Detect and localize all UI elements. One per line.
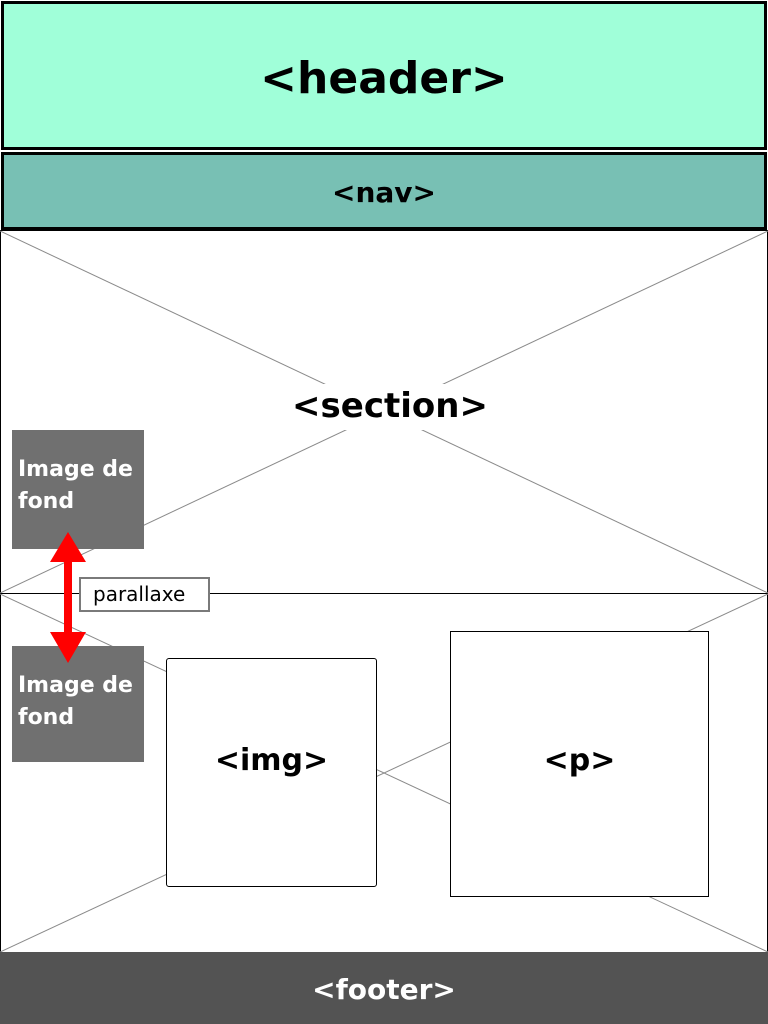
- footer-label: <footer>: [312, 973, 456, 1006]
- background-image-top: Image de fond: [12, 430, 144, 549]
- header-label: <header>: [260, 53, 508, 104]
- section-label-area: <section>: [270, 384, 510, 430]
- p-label: <p>: [543, 743, 616, 778]
- double-headed-arrow-icon: [50, 532, 86, 663]
- img-label: <img>: [214, 743, 329, 778]
- header-region: <header>: [1, 1, 767, 150]
- nav-label: <nav>: [331, 176, 436, 209]
- img-element-box: <img>: [166, 658, 377, 887]
- parallax-label: parallaxe: [79, 577, 210, 612]
- p-element-box: <p>: [450, 631, 709, 897]
- section-label: <section>: [292, 386, 488, 426]
- background-image-bottom: Image de fond: [12, 646, 144, 762]
- footer-region: <footer>: [0, 952, 768, 1024]
- nav-region: <nav>: [1, 152, 767, 230]
